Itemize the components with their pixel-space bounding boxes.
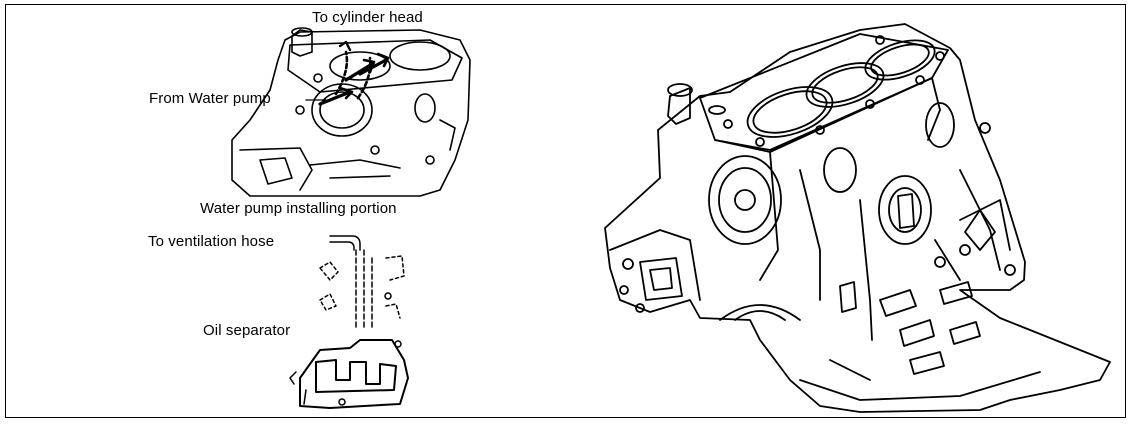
oil-separator-detail [289,235,409,409]
label-from-water-pump: From Water pump [149,90,271,107]
figure-frame [5,4,1126,418]
water-passage-detail [231,27,471,197]
label-water-pump-installing-portion: Water pump installing portion [200,200,397,217]
label-to-ventilation-hose: To ventilation hose [148,233,275,250]
label-oil-separator: Oil separator [203,322,291,339]
cylinder-block-illustration [604,23,1111,413]
label-to-cylinder-head: To cylinder head [312,9,423,26]
